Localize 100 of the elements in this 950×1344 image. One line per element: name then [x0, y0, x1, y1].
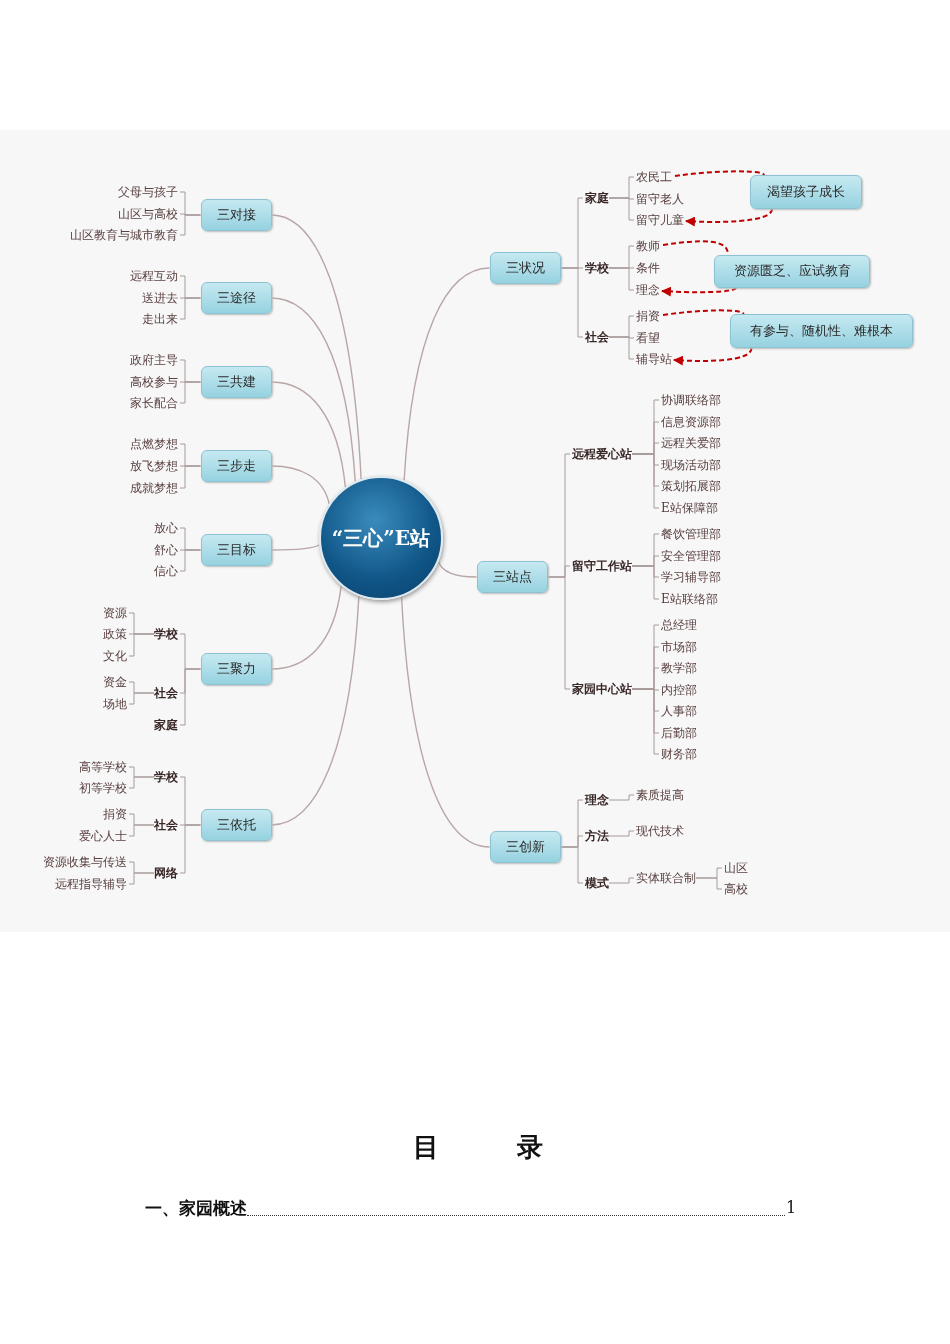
bracket-line — [547, 576, 571, 690]
category-label: 家庭 — [154, 717, 178, 733]
curved-line — [270, 584, 342, 670]
item-label: 理念 — [636, 282, 660, 298]
item-label: 高等学校 — [79, 759, 127, 775]
item-label: 素质提高 — [636, 787, 684, 803]
bracket-line — [179, 549, 201, 572]
item-label: 山区教育与城市教育 — [70, 227, 178, 243]
category-label: 理念 — [585, 792, 609, 808]
category-label: 方法 — [585, 828, 609, 844]
item-label: 放飞梦想 — [130, 458, 178, 474]
item-label: 初等学校 — [79, 780, 127, 796]
toc-entry: 一、家园概述 — [145, 1197, 785, 1220]
item-label: 高校参与 — [130, 374, 178, 390]
item-label: 场地 — [103, 696, 127, 712]
item-label: 条件 — [636, 260, 660, 276]
bracket-line — [608, 197, 635, 221]
bracket-line — [128, 824, 155, 837]
bracket-line — [179, 214, 201, 236]
item-label: 辅导站 — [636, 351, 672, 367]
item-label: E站保障部 — [661, 500, 718, 516]
curved-line — [270, 214, 362, 480]
bracket-line — [608, 267, 635, 291]
bracket-line — [560, 846, 584, 884]
item-label: 协调联络部 — [661, 392, 721, 408]
callout-box: 渴望孩子成长 — [750, 175, 862, 209]
item-label: 资金 — [103, 674, 127, 690]
category-label: 学校 — [154, 769, 178, 785]
category-label: 模式 — [585, 875, 609, 891]
item-label: 远程互动 — [130, 268, 178, 284]
topic-box: 三聚力 — [200, 653, 272, 685]
item-label: 山区与高校 — [118, 206, 178, 222]
category-label: 留守工作站 — [572, 558, 632, 574]
item-label: 远程关爱部 — [661, 435, 721, 451]
item-label: 政策 — [103, 626, 127, 642]
bracket-line — [631, 453, 660, 509]
curved-line — [270, 381, 347, 488]
item-label: 放心 — [154, 520, 178, 536]
item-label: 资源 — [103, 605, 127, 621]
item-label: 总经理 — [661, 617, 697, 633]
item-label: 送进去 — [142, 290, 178, 306]
item-label: 资源收集与传送 — [43, 854, 127, 870]
bracket-line — [179, 668, 201, 726]
bracket-line — [608, 830, 635, 837]
category-label: 家园中心站 — [572, 681, 632, 697]
item-label: 信心 — [154, 563, 178, 579]
bracket-line — [128, 633, 155, 657]
item-label: 策划拓展部 — [661, 478, 721, 494]
bracket-line — [179, 465, 201, 489]
bracket-line — [128, 872, 155, 885]
page-number: 1 — [786, 1198, 797, 1217]
topic-box: 三站点 — [476, 561, 548, 593]
bracket-line — [128, 776, 155, 789]
item-label: 爱心人士 — [79, 828, 127, 844]
item-label: 学习辅导部 — [661, 569, 721, 585]
callout-box: 资源匮乏、应试教育 — [714, 254, 870, 288]
item-label: 点燃梦想 — [130, 436, 178, 452]
curved-line — [403, 267, 491, 482]
item-label: 实体联合制 — [636, 870, 696, 886]
item-label: 教学部 — [661, 660, 697, 676]
item-label: 后勤部 — [661, 725, 697, 741]
bracket-line — [128, 692, 155, 705]
dashed-arrow — [685, 208, 773, 227]
item-label: 高校 — [724, 881, 748, 897]
category-label: 社会 — [154, 817, 178, 833]
item-label: 走出来 — [142, 311, 178, 327]
item-label: 成就梦想 — [130, 480, 178, 496]
item-label: 看望 — [636, 330, 660, 346]
bracket-line — [608, 336, 635, 360]
curved-line — [270, 465, 330, 505]
item-label: 舒心 — [154, 542, 178, 558]
topic-box: 三步走 — [200, 450, 272, 482]
item-label: 财务部 — [661, 746, 697, 762]
item-label: 内控部 — [661, 682, 697, 698]
item-label: E站联络部 — [661, 591, 718, 607]
bracket-line — [631, 688, 660, 755]
category-label: 社会 — [154, 685, 178, 701]
topic-box: 三共建 — [200, 366, 272, 398]
bracket-line — [631, 565, 660, 600]
bracket-line — [695, 877, 723, 890]
item-label: 政府主导 — [130, 352, 178, 368]
item-label: 留守老人 — [636, 191, 684, 207]
category-label: 网络 — [154, 865, 178, 881]
curved-line — [437, 560, 478, 578]
topic-box: 三创新 — [489, 831, 561, 863]
topic-box: 三依托 — [200, 809, 272, 841]
item-label: 现代技术 — [636, 823, 684, 839]
bracket-line — [179, 824, 201, 874]
item-label: 信息资源部 — [661, 414, 721, 430]
item-label: 远程指导辅导 — [55, 876, 127, 892]
category-label: 学校 — [154, 626, 178, 642]
item-label: 人事部 — [661, 703, 697, 719]
dashed-arrow — [673, 347, 753, 366]
bracket-line — [179, 297, 201, 320]
dashed-arrow — [661, 286, 737, 297]
category-label: 家庭 — [585, 190, 609, 206]
item-label: 山区 — [724, 860, 748, 876]
curved-line — [270, 544, 321, 551]
item-label: 教师 — [636, 238, 660, 254]
curved-line — [270, 595, 360, 826]
